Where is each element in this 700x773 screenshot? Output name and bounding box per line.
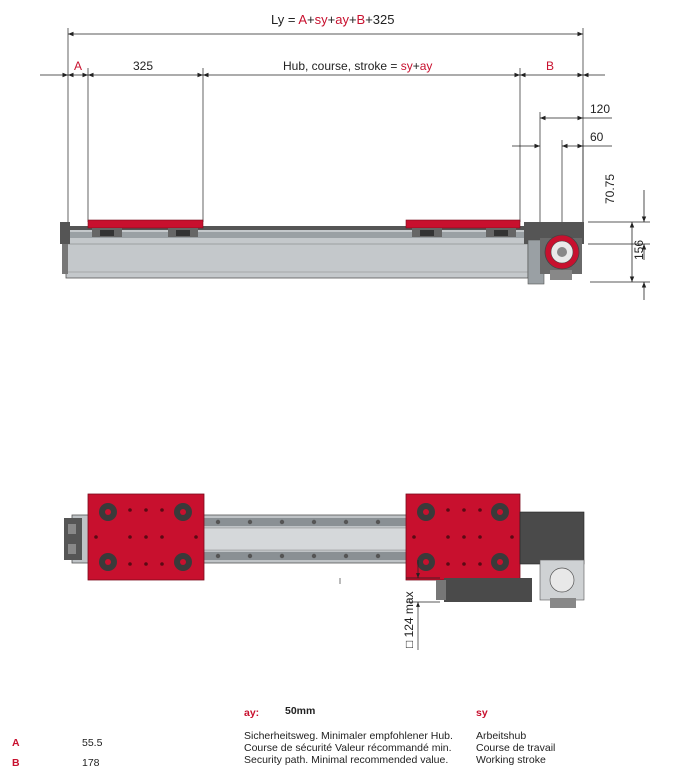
left-end-cap xyxy=(60,222,70,244)
legend-ay-description: Sicherheitsweg. Minimaler empfohlener Hu… xyxy=(244,730,453,766)
dim-156-label: 156 xyxy=(632,240,646,260)
extension-lines xyxy=(67,28,650,283)
motor-lower xyxy=(444,578,532,602)
dim-b-label: B xyxy=(546,59,554,73)
ly-formula: Ly = A+sy+ay+B+325 xyxy=(271,12,395,27)
legend-ay-value: 50mm xyxy=(285,705,316,717)
dim-a-label: A xyxy=(74,59,82,73)
side-view xyxy=(40,28,650,300)
motor-block xyxy=(519,511,585,565)
carriage-right xyxy=(405,219,521,229)
legend-sy-description: Arbeitshub Course de travail Working str… xyxy=(476,730,555,766)
dim-7075-label: 70.75 xyxy=(603,174,617,204)
legend-sy-fr: Course de travail xyxy=(476,742,556,754)
stroke-formula: Hub, course, stroke = sy+ay xyxy=(283,59,432,73)
dim-124-lines xyxy=(406,560,440,650)
dim-120-label: 120 xyxy=(590,102,610,116)
carriage-left xyxy=(87,219,204,229)
legend-sy-en: Working stroke xyxy=(476,754,546,766)
dimension-labels: Ly = A+sy+ay+B+325 A 325 Hub, course, st… xyxy=(74,12,646,260)
dimension-lines xyxy=(40,31,647,300)
legend-ay-label: ay: xyxy=(244,707,260,719)
legend-ay-de: Sicherheitsweg. Minimaler empfohlener Hu… xyxy=(244,730,453,742)
dim-325-label: 325 xyxy=(133,59,153,73)
legend-sy-label: sy xyxy=(476,707,488,719)
legend-ay-fr: Course de sécurité Valeur récommandé min… xyxy=(244,742,452,754)
dim-60-label: 60 xyxy=(590,130,604,144)
legend-sy-de: Arbeitshub xyxy=(476,730,527,742)
legend-ay-en: Security path. Minimal recommended value… xyxy=(244,754,449,766)
plan-view: □ 124 max xyxy=(64,493,585,650)
dim-124-label: □ 124 max xyxy=(402,591,416,648)
